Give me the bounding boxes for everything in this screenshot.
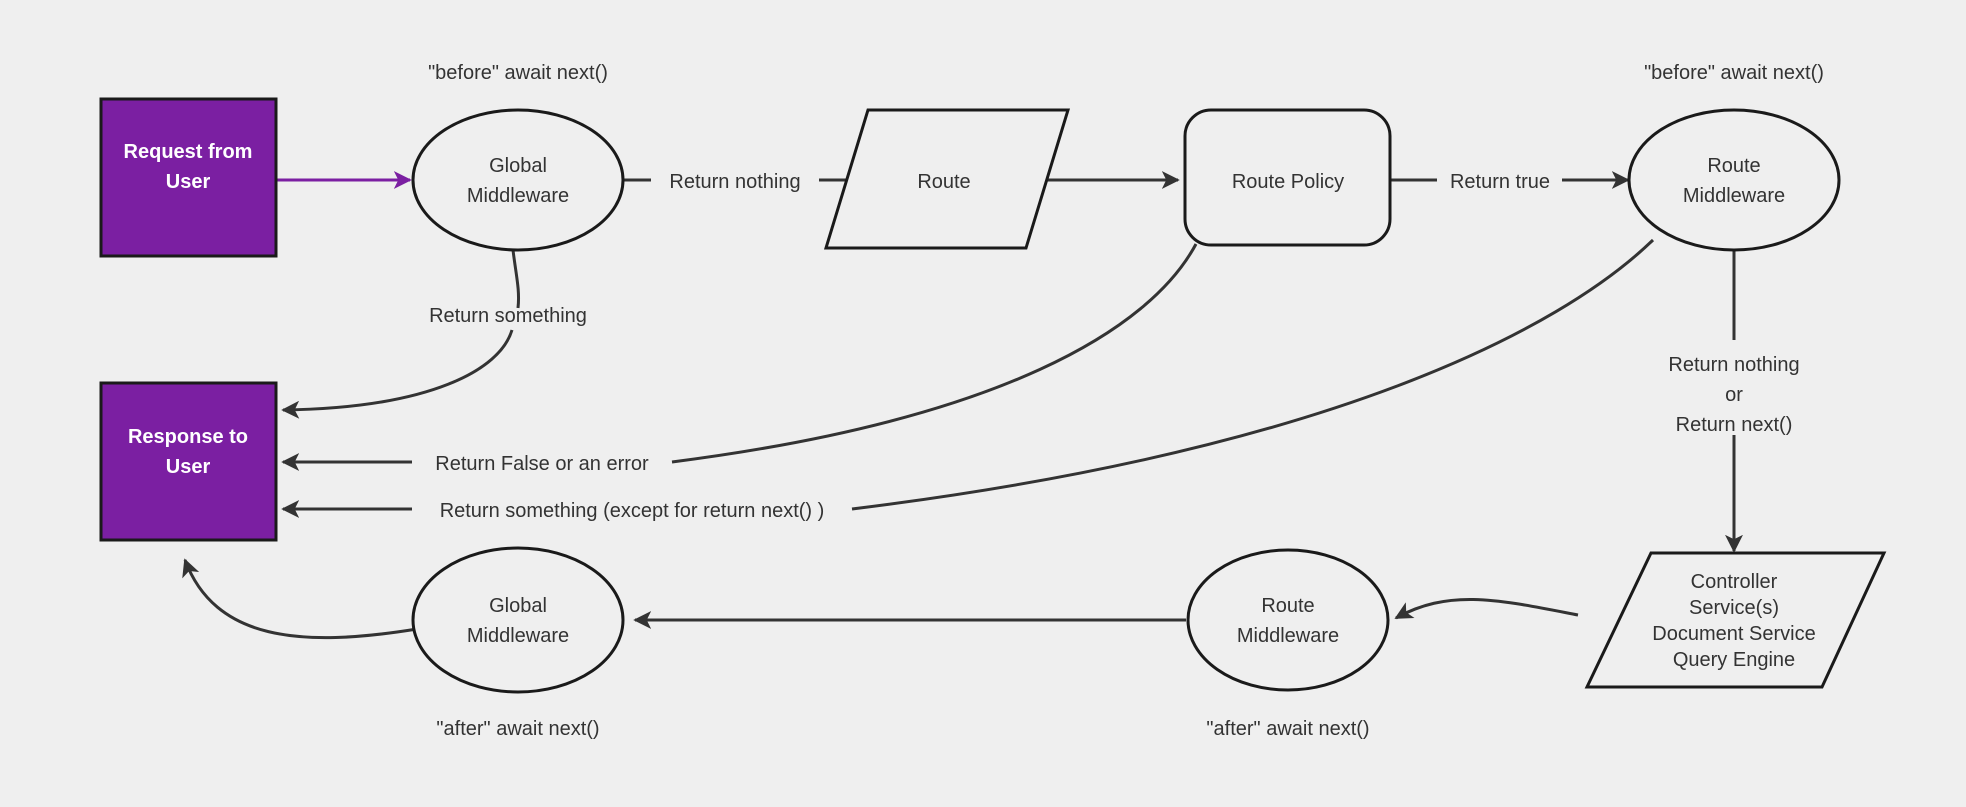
edge-controller-to-route-mw-after <box>1394 598 1579 620</box>
node-controller-stack[interactable] <box>1584 551 1887 689</box>
edge-global-mw-after-to-response <box>182 558 418 640</box>
node-route[interactable] <box>823 108 1071 250</box>
annotation-after-global-middleware: "after" await next() <box>436 718 599 740</box>
node-route-label: Route <box>917 171 970 193</box>
edge-label-return-something-global: Return something <box>429 305 587 327</box>
node-route-middleware-after-line2: Middleware <box>1237 625 1339 647</box>
node-request-from-user-line2: User <box>166 171 211 193</box>
node-controller-stack-line1: Controller <box>1691 571 1778 593</box>
node-route-policy[interactable] <box>1183 108 1392 247</box>
node-controller-stack-line4: Query Engine <box>1673 649 1795 671</box>
edge-route-mw-return-something-curve <box>851 238 1655 511</box>
node-route-policy-label: Route Policy <box>1232 171 1344 193</box>
edge-label-return-nothing-or-next-line2: or <box>1725 384 1743 406</box>
node-controller-stack-line3: Document Service <box>1652 623 1815 645</box>
node-global-middleware-before-line1: Global <box>489 155 547 177</box>
edge-label-return-nothing: Return nothing <box>669 171 800 193</box>
annotation-before-route-middleware: "before" await next() <box>1644 62 1824 84</box>
node-global-middleware-after-line1: Global <box>489 595 547 617</box>
edge-label-return-nothing-or-next-line1: Return nothing <box>1668 354 1799 376</box>
node-global-middleware-before[interactable] <box>411 108 625 252</box>
node-request-from-user[interactable] <box>99 97 278 258</box>
node-response-to-user-line1: Response to <box>128 426 248 448</box>
edge-global-mw-return-something-stub <box>511 249 520 309</box>
node-route-middleware-before-line1: Route <box>1707 155 1760 177</box>
node-request-from-user-line1: Request from <box>124 141 253 163</box>
edge-label-return-true: Return true <box>1450 171 1550 193</box>
edge-route-policy-false-curve <box>671 243 1198 464</box>
edge-label-return-something-except-next: Return something (except for return next… <box>440 500 825 522</box>
node-response-to-user[interactable] <box>99 381 278 542</box>
node-response-to-user-line2: User <box>166 456 211 478</box>
edge-label-return-nothing-or-next-line3: Return next() <box>1676 414 1793 436</box>
node-controller-stack-line2: Service(s) <box>1689 597 1779 619</box>
edge-label-return-false-or-error: Return False or an error <box>435 453 649 475</box>
node-route-middleware-after-line1: Route <box>1261 595 1314 617</box>
annotation-before-global-middleware: "before" await next() <box>428 62 608 84</box>
node-global-middleware-after-line2: Middleware <box>467 625 569 647</box>
edge-return-something-to-response <box>281 329 514 419</box>
node-global-middleware-before-line2: Middleware <box>467 185 569 207</box>
node-route-middleware-before-line2: Middleware <box>1683 185 1785 207</box>
node-route-middleware-after[interactable] <box>1186 548 1390 692</box>
annotation-after-route-middleware: "after" await next() <box>1206 718 1369 740</box>
node-global-middleware-after[interactable] <box>411 546 625 694</box>
node-route-middleware-before[interactable] <box>1627 108 1841 252</box>
